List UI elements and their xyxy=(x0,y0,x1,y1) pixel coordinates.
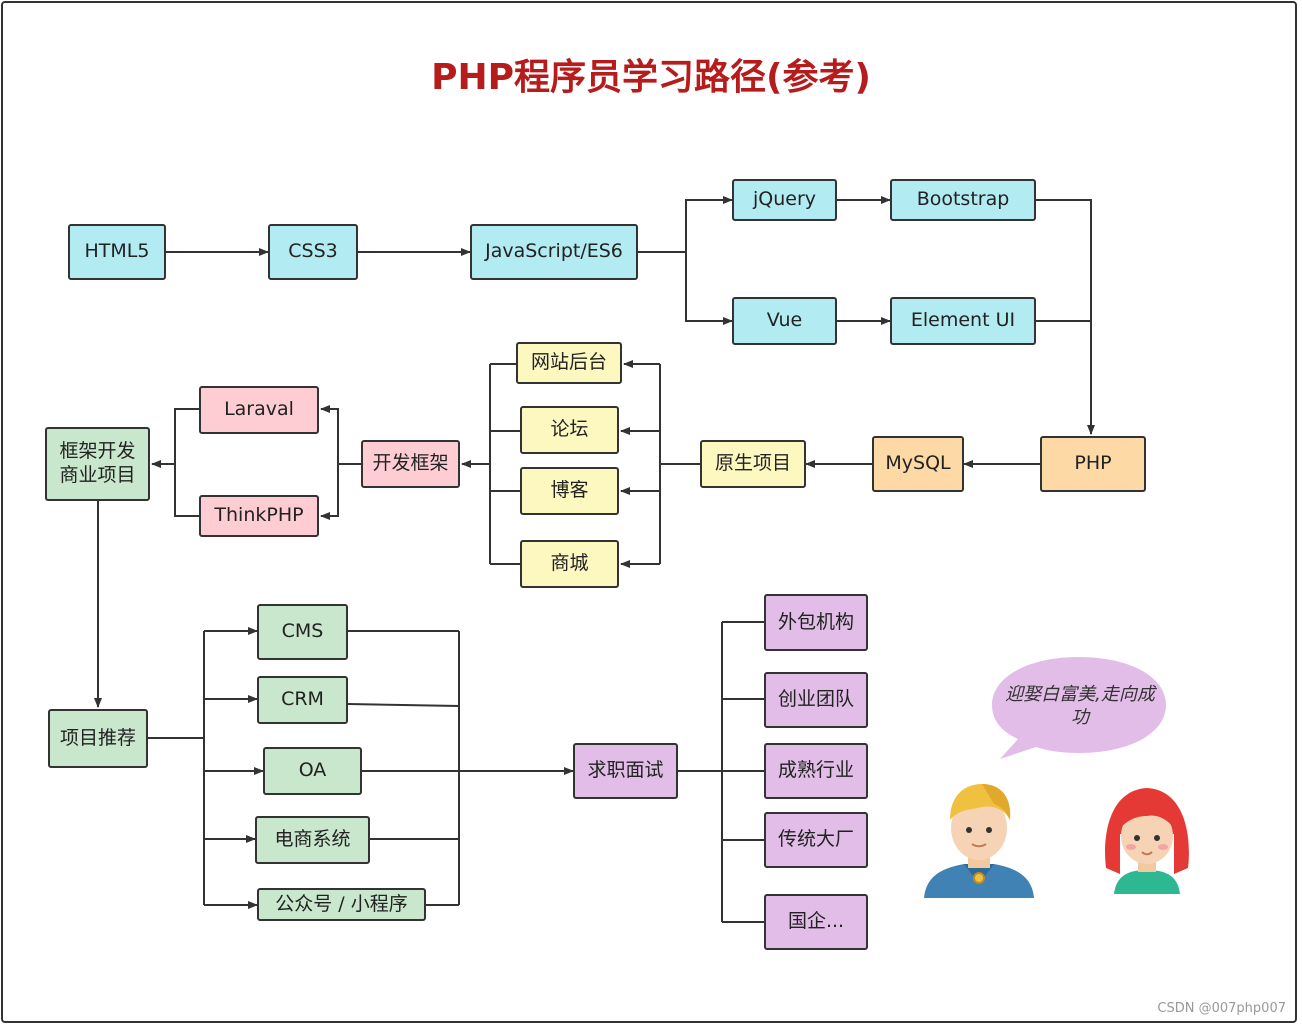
node-javascript[interactable]: JavaScript/ES6 xyxy=(470,224,638,280)
node-crm[interactable]: CRM xyxy=(257,676,348,724)
node-thinkphp[interactable]: ThinkPHP xyxy=(199,495,319,537)
node-css3[interactable]: CSS3 xyxy=(268,224,358,280)
edge-to-thinkphp xyxy=(320,464,339,520)
node-website-admin[interactable]: 网站后台 xyxy=(516,342,622,384)
edge-bootstrap-php xyxy=(1036,199,1095,435)
node-cms[interactable]: CMS xyxy=(257,604,348,660)
node-forum[interactable]: 论坛 xyxy=(520,406,619,454)
edge-js-vue xyxy=(685,252,733,325)
node-bootstrap[interactable]: Bootstrap xyxy=(890,179,1036,221)
watermark: CSDN @007php007 xyxy=(1157,1001,1286,1016)
node-element-ui[interactable]: Element UI xyxy=(890,297,1036,345)
man-avatar-icon xyxy=(924,784,1034,898)
node-outsourcing[interactable]: 外包机构 xyxy=(764,594,868,651)
node-mall[interactable]: 商城 xyxy=(520,540,619,588)
node-vue[interactable]: Vue xyxy=(732,297,837,345)
node-php[interactable]: PHP xyxy=(1040,436,1146,492)
edge-from-thinkphp xyxy=(174,464,199,517)
node-mysql[interactable]: MySQL xyxy=(872,436,964,492)
node-state-enterprise[interactable]: 国企... xyxy=(764,894,868,950)
edge-from-crm xyxy=(347,703,460,707)
node-job-interview[interactable]: 求职面试 xyxy=(573,743,678,799)
node-startup-team[interactable]: 创业团队 xyxy=(764,672,868,728)
node-yuansheng-project[interactable]: 原生项目 xyxy=(700,440,806,488)
node-html5[interactable]: HTML5 xyxy=(68,224,166,280)
node-jquery[interactable]: jQuery xyxy=(732,179,837,221)
node-oa[interactable]: OA xyxy=(263,747,362,795)
node-blog[interactable]: 博客 xyxy=(520,467,619,515)
node-project-recommend[interactable]: 项目推荐 xyxy=(48,709,148,768)
woman-avatar-icon xyxy=(1105,788,1189,894)
node-traditional-big-company[interactable]: 传统大厂 xyxy=(764,812,868,868)
node-framework-commercial[interactable]: 框架开发 商业项目 xyxy=(45,427,150,501)
edge-from-laravel xyxy=(174,408,199,464)
node-ecommerce-system[interactable]: 电商系统 xyxy=(255,816,370,864)
node-official-account-miniprogram[interactable]: 公众号 / 小程序 xyxy=(257,888,426,921)
diagram-title: PHP程序员学习路径(参考) xyxy=(431,57,871,98)
node-dev-framework[interactable]: 开发框架 xyxy=(361,440,460,488)
node-laravel[interactable]: Laraval xyxy=(199,386,319,434)
speech-bubble xyxy=(992,657,1166,759)
speech-bubble-text: 迎娶白富美,走向成功 xyxy=(1005,684,1155,728)
node-mature-industry[interactable]: 成熟行业 xyxy=(764,743,868,799)
edge-js-jquery xyxy=(685,196,733,252)
edge-to-laravel xyxy=(320,405,339,464)
